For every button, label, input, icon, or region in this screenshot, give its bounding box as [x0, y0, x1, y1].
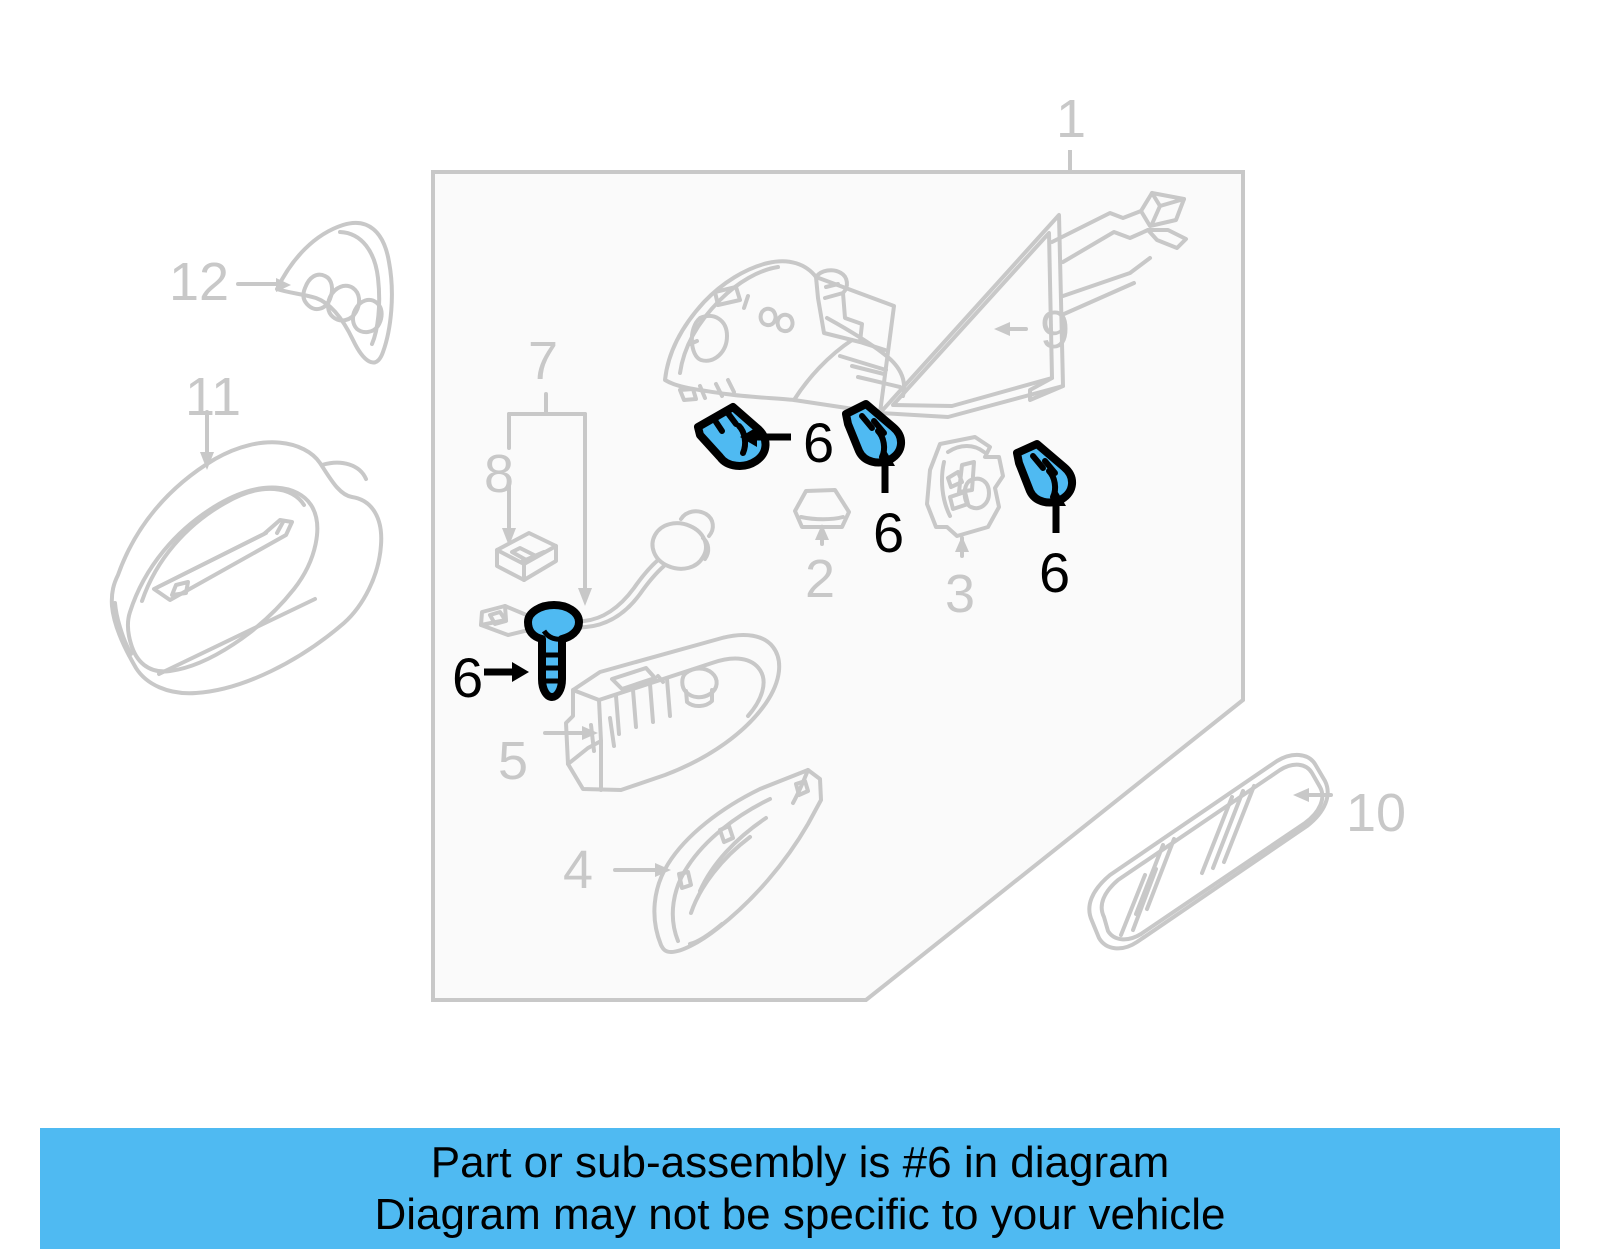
callout-label-2: 2: [805, 549, 836, 609]
part-6-mounting-screw-a: [694, 403, 791, 470]
part-6-mounting-screw-d: [484, 601, 583, 701]
callout-label-3: 3: [945, 564, 976, 624]
part-6-mounting-screw-c: [1013, 440, 1076, 533]
callout-label-8: 8: [484, 444, 515, 504]
mirror-assembly-group-box: [431, 150, 1245, 1002]
callout-label-9: 9: [1040, 300, 1071, 360]
callout-label-12: 12: [169, 252, 230, 312]
notice-line-part-number: Part or sub-assembly is #6 in diagram: [430, 1137, 1170, 1187]
callout-label-6-c: 6: [1039, 541, 1071, 604]
callout-label-6-a: 6: [803, 411, 835, 474]
part-3-mirror-adjust-motor: [925, 435, 1005, 558]
part-12-mirror-bracket-seal: [236, 220, 394, 365]
callout-label-10: 10: [1346, 783, 1407, 843]
callout-label-7: 7: [528, 331, 559, 391]
part-9-mirror-glass-with-motor: [663, 191, 1188, 419]
notice-line-disclaimer: Diagram may not be specific to your vehi…: [374, 1189, 1226, 1239]
part-10-mirror-glass: [1087, 753, 1333, 951]
callout-label-11: 11: [185, 367, 242, 427]
callout-label-5: 5: [498, 731, 529, 791]
callout-label-4: 4: [563, 840, 594, 900]
part-5-mirror-housing-base: [543, 633, 782, 792]
callout-label-1: 1: [1056, 89, 1087, 149]
part-2-mirror-trim-wedge: [793, 488, 851, 546]
part-4-lower-mirror-cover: [613, 768, 823, 954]
notice-banner: Part or sub-assembly is #6 in diagram Di…: [40, 1128, 1560, 1249]
part-8-turn-signal-bulb: [495, 531, 558, 582]
part-7-8-leader-bracket: [502, 392, 592, 606]
part-11-mirror-cover-cap: [109, 410, 384, 696]
callout-label-6-b: 6: [873, 501, 905, 564]
callout-label-6-d: 6: [452, 646, 484, 709]
part-6-mounting-screw-b: [842, 400, 905, 493]
